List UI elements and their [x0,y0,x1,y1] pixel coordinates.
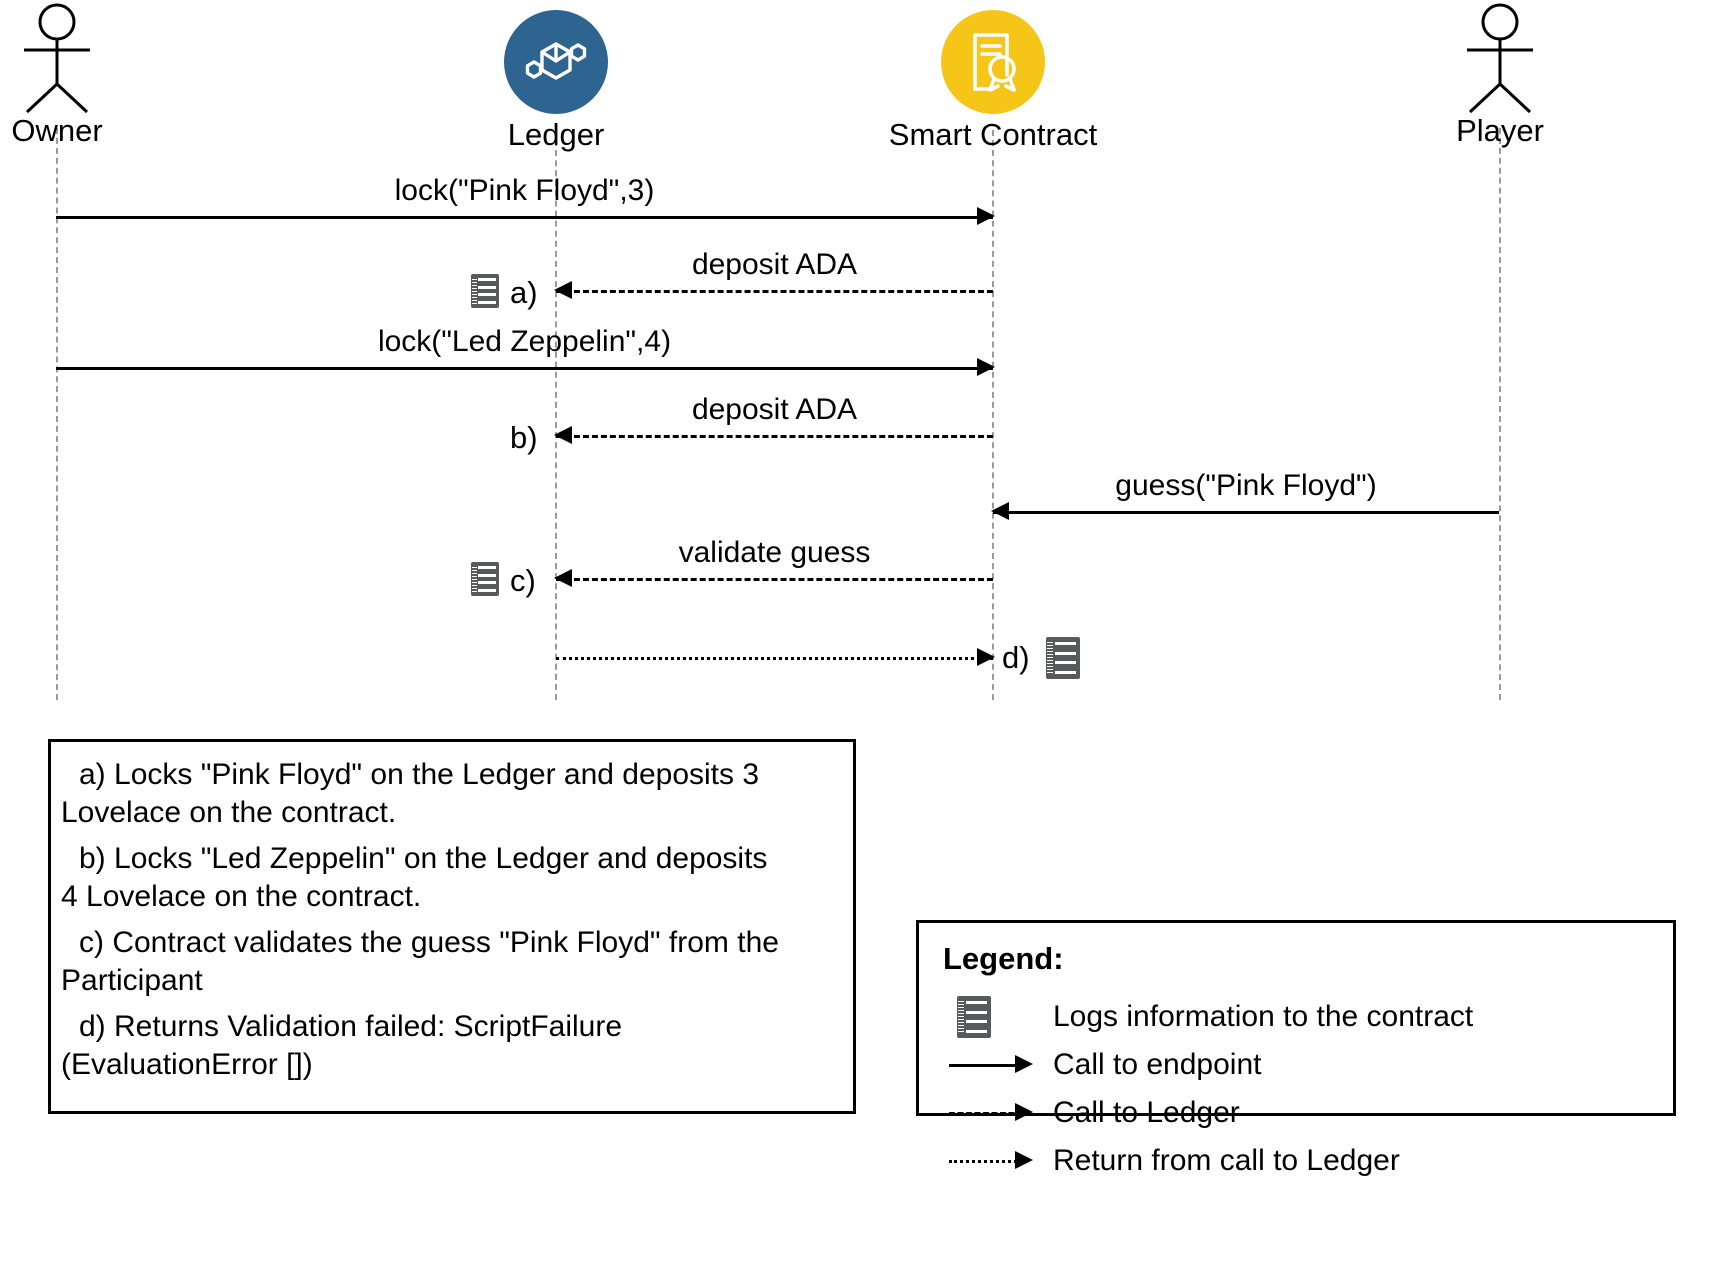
participant-owner[interactable]: Owner [0,2,187,148]
arrowhead-left-icon [554,281,572,299]
lifeline-player [1499,128,1501,700]
ledger-blockchain-icon [504,10,608,114]
legend-label: Logs information to the contract [1053,1000,1474,1033]
smart-contract-certificate-icon [941,10,1045,114]
arrowhead-right-icon [1015,1151,1033,1169]
message-line-solid [993,511,1499,514]
note-line: Participant [61,964,203,997]
message-label: deposit ADA [691,248,858,281]
participant-label-player: Player [1456,113,1544,148]
log-icon [1046,637,1080,679]
stick-figure-icon [24,3,90,114]
step-marker-a: a) [510,275,538,310]
note-line: 4 Lovelace on the contract. [61,880,422,913]
message-line-solid [56,367,993,370]
note-line: b) Locks "Led Zeppelin" on the Ledger an… [79,842,768,875]
legend-title: Legend: [943,941,1064,976]
legend-key [943,1137,1053,1185]
note-line: d) Returns Validation failed: ScriptFail… [79,1010,623,1043]
legend-row-solid: Call to endpoint [943,1041,1651,1089]
legend-row-dotted: Return from call to Ledger [943,1137,1651,1185]
message-line-solid [56,216,993,219]
message-label: lock("Led Zeppelin",4) [377,325,672,358]
notes-box: a) Locks "Pink Floyd" on the Ledger and … [48,739,856,1114]
message-label: guess("Pink Floyd") [1115,469,1377,502]
dotted-arrow-icon [949,1160,1023,1163]
message-label: deposit ADA [691,393,858,426]
arrowhead-right-icon [977,648,995,666]
arrowhead-left-icon [554,426,572,444]
lifeline-ledger [555,130,557,700]
arrowhead-right-icon [977,358,995,376]
arrowhead-right-icon [1015,1055,1033,1073]
log-icon [471,562,499,596]
step-marker-b: b) [510,420,538,455]
legend-key [943,1041,1053,1089]
log-icon [471,274,499,308]
message-label: lock("Pink Floyd",3) [394,174,655,207]
participant-ledger[interactable]: Ledger [426,10,686,152]
step-marker-d: d) [1002,640,1030,675]
message-label: validate guess [678,536,871,569]
lifeline-contract [992,130,994,700]
message-line-dotted [556,657,993,660]
dashed-arrow-icon [949,1112,1023,1115]
legend-row-dashed: Call to Ledger [943,1089,1651,1137]
note-line: c) Contract validates the guess "Pink Fl… [79,926,779,959]
message-line-dashed [556,578,993,581]
arrowhead-right-icon [977,207,995,225]
participant-label-ledger: Ledger [507,117,605,152]
participant-label-contract: Smart Contract [888,117,1098,152]
legend-box: Legend: Logs information to the contract… [916,920,1676,1177]
legend-key [943,1089,1053,1137]
arrowhead-right-icon [1015,1103,1033,1121]
legend-label: Call to Ledger [1053,1096,1240,1129]
arrowhead-left-icon [991,502,1009,520]
legend-row-log: Logs information to the contract [943,993,1651,1041]
message-line-dashed [556,435,993,438]
step-marker-c: c) [510,563,536,598]
legend-label: Return from call to Ledger [1053,1144,1400,1177]
message-line-dashed [556,290,993,293]
participant-label-owner: Owner [11,113,103,148]
participant-player[interactable]: Player [1370,2,1630,148]
solid-arrow-icon [949,1064,1023,1067]
log-icon [957,996,991,1038]
note-line: Lovelace on the contract. [61,796,397,829]
participant-contract[interactable]: Smart Contract [863,10,1123,152]
note-line: a) Locks "Pink Floyd" on the Ledger and … [79,758,760,791]
arrowhead-left-icon [554,569,572,587]
note-line: (EvaluationError []) [61,1048,313,1081]
stick-figure-icon [1467,3,1533,114]
lifeline-owner [56,128,58,700]
legend-key [943,993,1053,1041]
legend-label: Call to endpoint [1053,1048,1262,1081]
note-item-d: d) Returns Validation failed: ScriptFail… [61,1008,843,1084]
note-item-b: b) Locks "Led Zeppelin" on the Ledger an… [61,840,843,916]
note-item-c: c) Contract validates the guess "Pink Fl… [61,924,843,1000]
note-item-a: a) Locks "Pink Floyd" on the Ledger and … [61,756,843,832]
